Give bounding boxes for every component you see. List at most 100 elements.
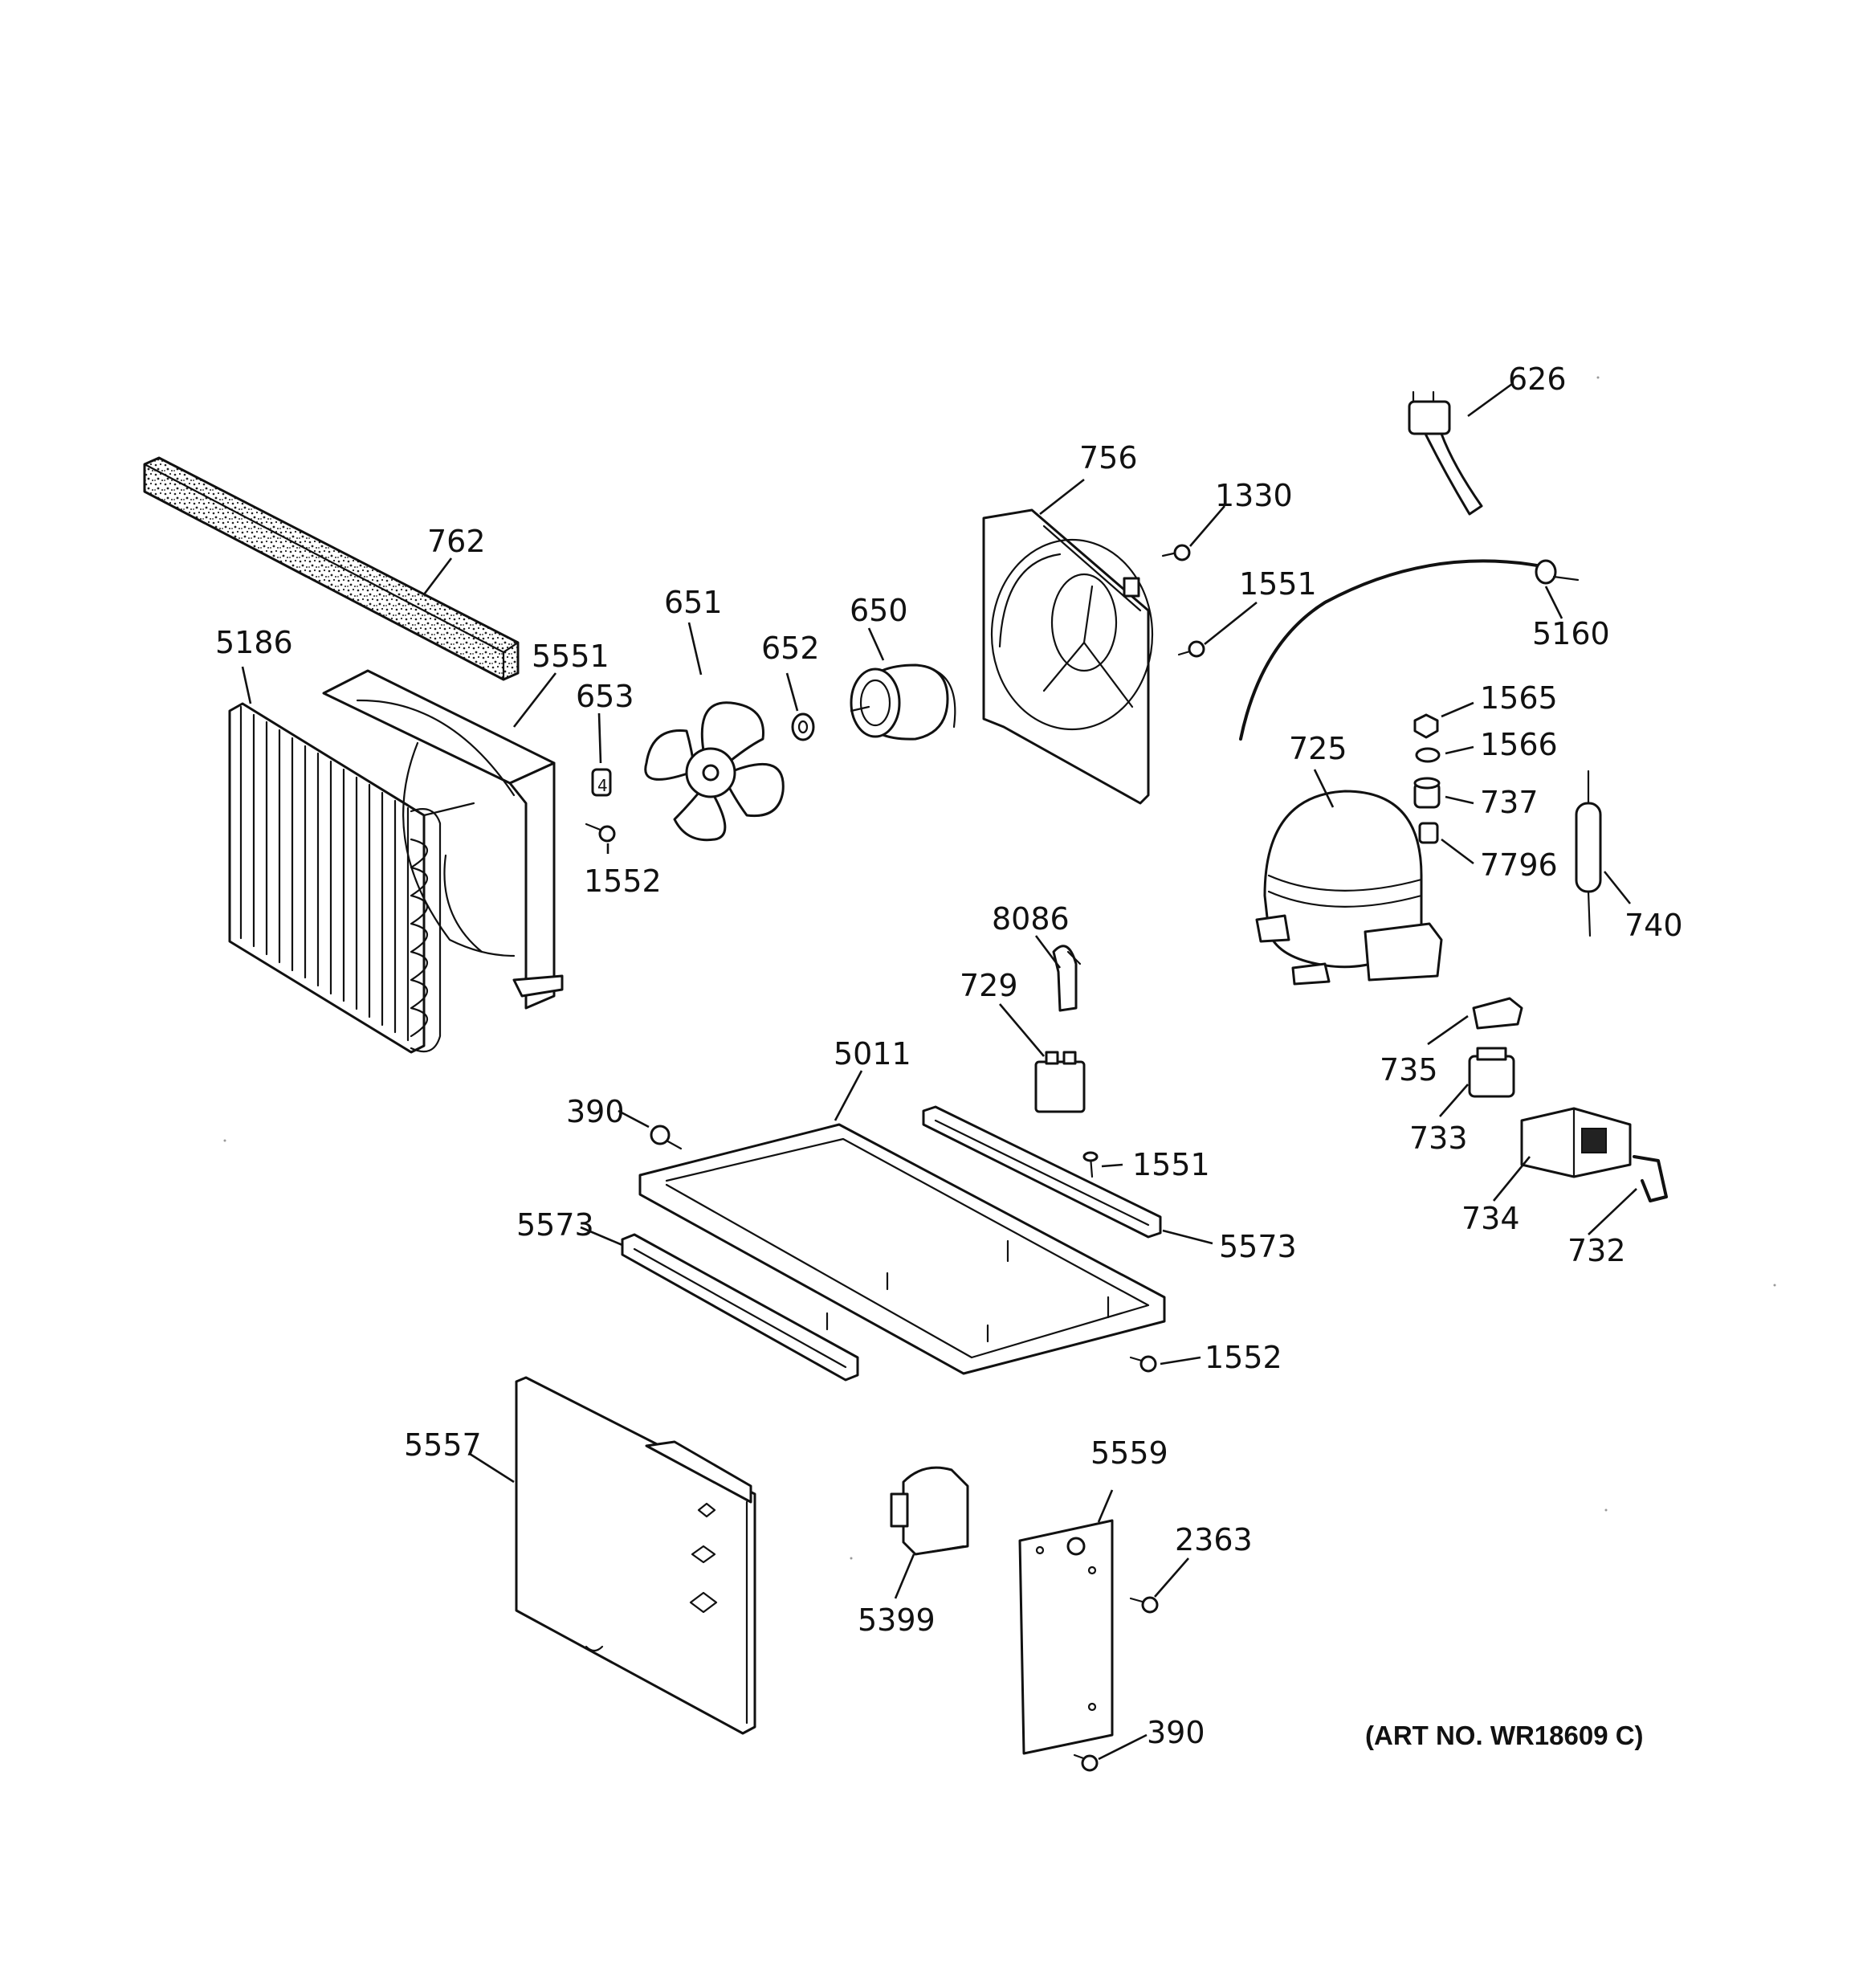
callout-653: 653 bbox=[576, 679, 634, 714]
part-756-fan-bracket bbox=[982, 508, 1154, 805]
background-specks bbox=[223, 376, 1776, 1560]
callout-5160: 5160 bbox=[1532, 616, 1610, 651]
callout-729: 729 bbox=[960, 968, 1018, 1003]
leader-lines bbox=[241, 382, 1637, 1761]
svg-text:4: 4 bbox=[597, 776, 608, 795]
callout-1551b: 1551 bbox=[1132, 1147, 1210, 1182]
leader-1551b bbox=[1101, 1163, 1123, 1168]
leader-735 bbox=[1427, 1014, 1469, 1046]
callout-2363: 2363 bbox=[1175, 1522, 1253, 1557]
part-5557-access-cover bbox=[515, 1376, 756, 1735]
callout-1551a: 1551 bbox=[1239, 566, 1317, 602]
part-762-foam-strip bbox=[143, 456, 520, 681]
leader-762 bbox=[422, 557, 453, 595]
callout-756: 756 bbox=[1079, 440, 1138, 476]
leader-740 bbox=[1603, 871, 1632, 904]
callout-labels: 762 5186 5551 653 651 652 650 1552 756 1… bbox=[215, 361, 1683, 1750]
part-737-grommet bbox=[1413, 777, 1441, 809]
part-5160-power-cord bbox=[1239, 559, 1580, 741]
part-740-drier bbox=[1575, 769, 1602, 937]
callout-737: 737 bbox=[1480, 785, 1539, 820]
callout-1552a: 1552 bbox=[584, 863, 662, 899]
leader-5573a bbox=[580, 1226, 623, 1247]
callout-390a: 390 bbox=[566, 1094, 625, 1129]
callout-762: 762 bbox=[427, 524, 486, 559]
leader-5551 bbox=[512, 672, 557, 728]
callout-7796: 7796 bbox=[1480, 847, 1558, 883]
leader-5557 bbox=[469, 1452, 515, 1484]
leader-651 bbox=[687, 622, 703, 676]
part-650-fan-motor bbox=[850, 663, 956, 741]
callout-5573b: 5573 bbox=[1219, 1229, 1297, 1264]
callout-5399: 5399 bbox=[858, 1602, 936, 1638]
part-1552-screw-lower bbox=[1129, 1355, 1157, 1373]
leader-652 bbox=[785, 672, 799, 712]
part-5573-rail-left bbox=[621, 1233, 859, 1382]
callout-732: 732 bbox=[1567, 1233, 1626, 1268]
part-626-plug bbox=[1408, 390, 1483, 516]
part-734-overload bbox=[1520, 1107, 1632, 1178]
part-735-clip bbox=[1472, 997, 1523, 1030]
part-5399-defrost-timer bbox=[890, 1466, 969, 1556]
leader-5160 bbox=[1544, 586, 1563, 619]
part-1551-screw-upper bbox=[1177, 640, 1205, 658]
leader-1330 bbox=[1189, 505, 1225, 547]
callout-740: 740 bbox=[1625, 908, 1683, 943]
part-5011-drain-pan bbox=[638, 1123, 1166, 1375]
leader-1565 bbox=[1441, 701, 1474, 718]
part-1565-nut bbox=[1413, 713, 1439, 739]
callout-390b: 390 bbox=[1147, 1715, 1205, 1750]
callout-652: 652 bbox=[761, 631, 820, 666]
leader-729 bbox=[999, 1003, 1045, 1057]
leader-390a bbox=[618, 1109, 650, 1129]
callout-5557: 5557 bbox=[404, 1427, 482, 1463]
callout-5573a: 5573 bbox=[516, 1207, 594, 1243]
part-2363-screw bbox=[1129, 1596, 1159, 1614]
part-390-screw-lower bbox=[1073, 1753, 1099, 1772]
leader-2363 bbox=[1154, 1557, 1189, 1598]
callout-733: 733 bbox=[1409, 1121, 1468, 1156]
callout-8086: 8086 bbox=[992, 901, 1070, 937]
part-7796-sleeve bbox=[1418, 822, 1439, 844]
part-390-screw-upper bbox=[650, 1125, 683, 1150]
callout-5559: 5559 bbox=[1090, 1435, 1168, 1471]
art-number: (ART NO. WR18609 C) bbox=[1365, 1721, 1644, 1750]
leader-733 bbox=[1439, 1084, 1469, 1117]
leader-5011 bbox=[834, 1070, 863, 1121]
part-725-compressor bbox=[1255, 790, 1443, 986]
part-5573-rail-right bbox=[922, 1105, 1162, 1239]
leader-7796 bbox=[1441, 838, 1474, 865]
callout-734: 734 bbox=[1461, 1201, 1520, 1236]
part-651-fan-blade bbox=[644, 701, 785, 842]
part-1551-screw-lower bbox=[1082, 1151, 1099, 1178]
callout-1330: 1330 bbox=[1215, 478, 1293, 513]
leader-1551a bbox=[1204, 601, 1258, 646]
leader-1566 bbox=[1445, 745, 1474, 755]
callout-626: 626 bbox=[1508, 361, 1567, 397]
leader-626 bbox=[1467, 382, 1513, 418]
part-729-capacitor bbox=[1034, 1051, 1086, 1113]
leader-1552b bbox=[1160, 1356, 1201, 1365]
leader-725 bbox=[1313, 769, 1335, 808]
callout-650: 650 bbox=[850, 593, 908, 628]
callout-651: 651 bbox=[664, 585, 723, 620]
callout-5186: 5186 bbox=[215, 625, 293, 660]
part-5559-mounting-plate bbox=[1018, 1519, 1114, 1755]
leader-8086 bbox=[1034, 935, 1062, 969]
leader-5399 bbox=[894, 1553, 915, 1599]
callout-725: 725 bbox=[1289, 731, 1347, 766]
leader-5559 bbox=[1097, 1489, 1114, 1523]
callout-1566: 1566 bbox=[1480, 727, 1558, 762]
part-652-washer bbox=[791, 712, 815, 741]
leader-5573b bbox=[1162, 1229, 1213, 1245]
callout-5011: 5011 bbox=[834, 1036, 911, 1072]
callout-5551: 5551 bbox=[532, 639, 609, 674]
leader-5186 bbox=[241, 666, 252, 704]
part-5551-shroud bbox=[322, 669, 564, 1010]
leader-650 bbox=[867, 627, 885, 661]
part-733-relay bbox=[1468, 1047, 1515, 1098]
leader-756 bbox=[1039, 478, 1085, 516]
part-1552-screw-upper bbox=[585, 823, 616, 843]
part-732-clip bbox=[1633, 1155, 1668, 1202]
